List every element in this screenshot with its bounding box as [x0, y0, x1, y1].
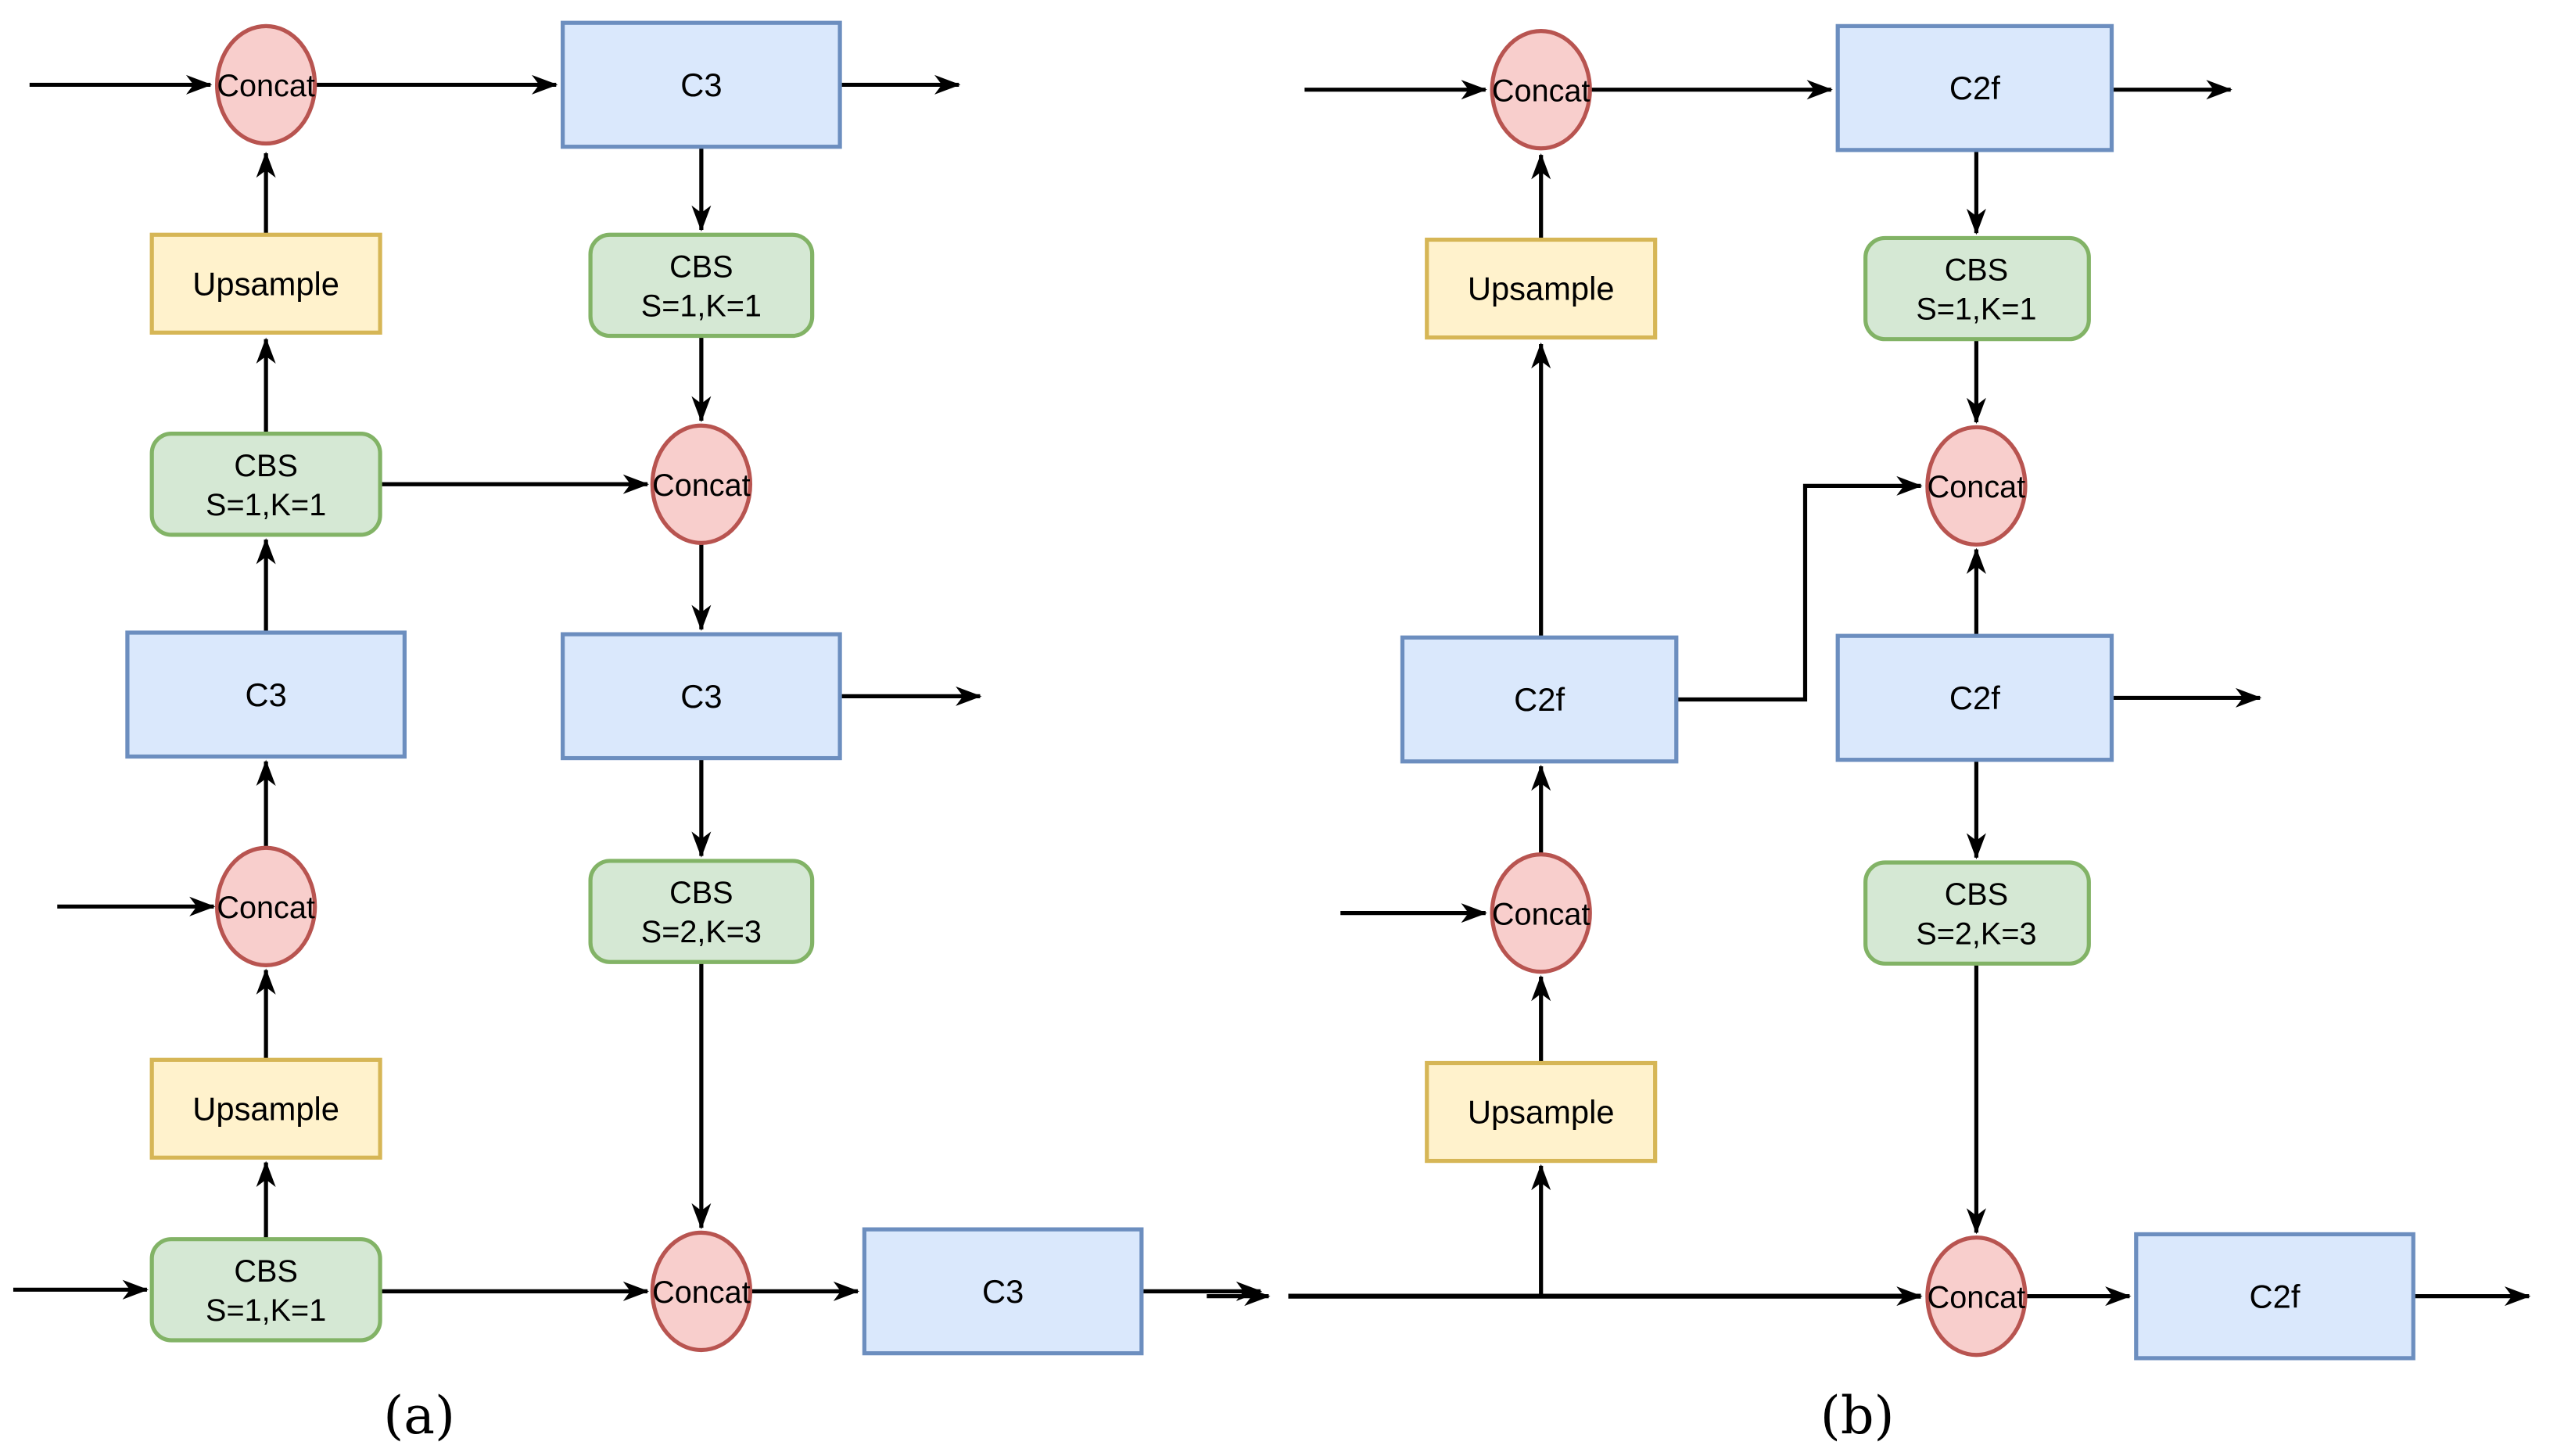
- cbs-params: S=2,K=3: [641, 915, 762, 949]
- c3-node: [862, 1227, 1144, 1356]
- cbs-node: [149, 1237, 382, 1343]
- c3-label: C3: [680, 66, 722, 103]
- cbs-node: [588, 232, 815, 339]
- cbs-params: S=2,K=3: [1916, 916, 2036, 951]
- upsample-node: [1425, 1060, 1658, 1164]
- c2f-node: [1835, 633, 2114, 762]
- cbs-title: CBS: [1945, 253, 2008, 288]
- cbs-title: CBS: [669, 249, 733, 284]
- cbs-title: CBS: [234, 1254, 297, 1289]
- c3-label: C3: [246, 676, 287, 713]
- cbs-node: [1863, 860, 2091, 966]
- cbs-params: S=1,K=1: [641, 289, 762, 324]
- c3-node: [561, 632, 842, 761]
- concat-node: [214, 845, 317, 967]
- panel-a-caption: (a): [383, 1385, 455, 1446]
- cbs-title: CBS: [1945, 877, 2008, 912]
- c2f-node: [1835, 23, 2114, 152]
- cbs-params: S=1,K=1: [206, 488, 326, 522]
- c2f-label: C2f: [1949, 680, 2000, 716]
- cbs-node: [149, 432, 382, 537]
- concat-label: Concat: [1928, 1280, 2026, 1314]
- concat-node: [1925, 1235, 2028, 1357]
- concat-node: [214, 23, 317, 146]
- concat-label: Concat: [1928, 470, 2026, 504]
- concat-label: Concat: [1492, 897, 1591, 931]
- cbs-params: S=1,K=1: [1916, 292, 2036, 327]
- upsample-node: [149, 232, 382, 335]
- cbs-title: CBS: [669, 876, 733, 910]
- cbs-title: CBS: [234, 449, 297, 483]
- c3-label: C3: [680, 678, 722, 715]
- panel-b: Concat Upsample C2f Concat Upsample C2f …: [1207, 23, 2531, 1446]
- concat-node: [1925, 425, 2028, 547]
- upsample-label: Upsample: [1468, 271, 1615, 307]
- concat-label: Concat: [217, 69, 315, 103]
- c2f-label: C2f: [1514, 681, 1565, 718]
- concat-node: [1490, 29, 1592, 151]
- c3-node: [125, 630, 407, 759]
- panel-b-caption: (b): [1820, 1385, 1895, 1446]
- edge-b-c2f-left-elbow-to-concat-right-mid: [1677, 475, 1923, 702]
- c2f-label: C2f: [2250, 1278, 2301, 1314]
- c2f-label: C2f: [1949, 70, 2000, 106]
- concat-label: Concat: [652, 1275, 751, 1310]
- concat-label: Concat: [217, 891, 315, 925]
- concat-node: [650, 1230, 753, 1353]
- upsample-node: [149, 1057, 382, 1160]
- c2f-node: [2134, 1232, 2415, 1361]
- cbs-params: S=1,K=1: [206, 1293, 326, 1328]
- upsample-label: Upsample: [192, 265, 339, 302]
- cbs-node: [588, 859, 815, 964]
- concat-node: [1490, 852, 1592, 974]
- panel-a: Concat Upsample CBS S=1,K=1 C3 Concat Up…: [13, 20, 1263, 1446]
- concat-label: Concat: [1492, 74, 1591, 108]
- c3-label: C3: [982, 1273, 1024, 1310]
- cbs-node: [1863, 235, 2091, 342]
- c2f-node: [1400, 635, 1679, 764]
- upsample-label: Upsample: [1468, 1094, 1615, 1131]
- upsample-node: [1425, 237, 1658, 340]
- c3-node: [561, 20, 842, 149]
- concat-node: [650, 423, 753, 545]
- concat-label: Concat: [652, 468, 751, 503]
- upsample-label: Upsample: [192, 1090, 339, 1127]
